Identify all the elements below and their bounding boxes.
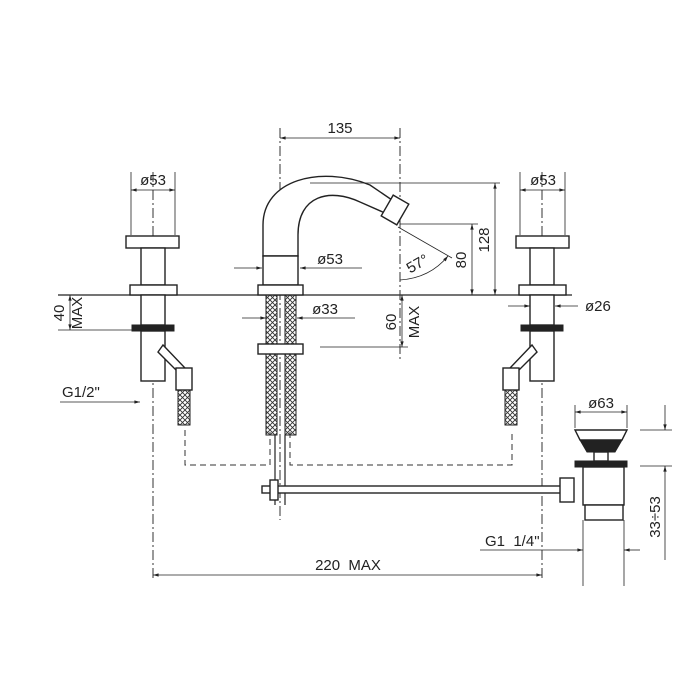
overall-width-label: 220 MAX xyxy=(315,557,381,574)
spout-reach-label: 135 xyxy=(327,120,352,137)
waste-thread-label: G1 1/4" xyxy=(485,533,540,550)
valve-shank-diameter-label: ø26 xyxy=(585,298,611,315)
left-valve xyxy=(125,235,193,426)
nozzle-height-label: 80 xyxy=(453,252,470,269)
deck-thickness-left-label: 40 xyxy=(51,305,68,322)
left-handle-diameter-label: ø53 xyxy=(140,172,166,189)
waste-diameter-label: ø63 xyxy=(588,395,614,412)
waste-height-label: 33÷53 xyxy=(647,496,664,538)
right-handle-diameter-label: ø53 xyxy=(530,172,556,189)
spout xyxy=(257,175,410,505)
nozzle-angle-label: 57° xyxy=(404,251,432,277)
right-valve xyxy=(502,235,570,426)
spout-shank-diameter-label: ø33 xyxy=(312,301,338,318)
waste-assembly xyxy=(559,429,629,521)
deck-thickness-center-suffix: MAX xyxy=(406,306,423,339)
dimension-lines xyxy=(58,136,672,586)
spout-base-diameter-label: ø53 xyxy=(317,251,343,268)
hoses xyxy=(184,430,513,466)
spout-height-label: 128 xyxy=(476,227,493,252)
inlet-thread-label: G1/2" xyxy=(62,384,100,401)
deck-thickness-center-label: 60 xyxy=(383,314,400,331)
popup-rod xyxy=(261,479,563,501)
deck-thickness-left-suffix: MAX xyxy=(69,297,86,330)
